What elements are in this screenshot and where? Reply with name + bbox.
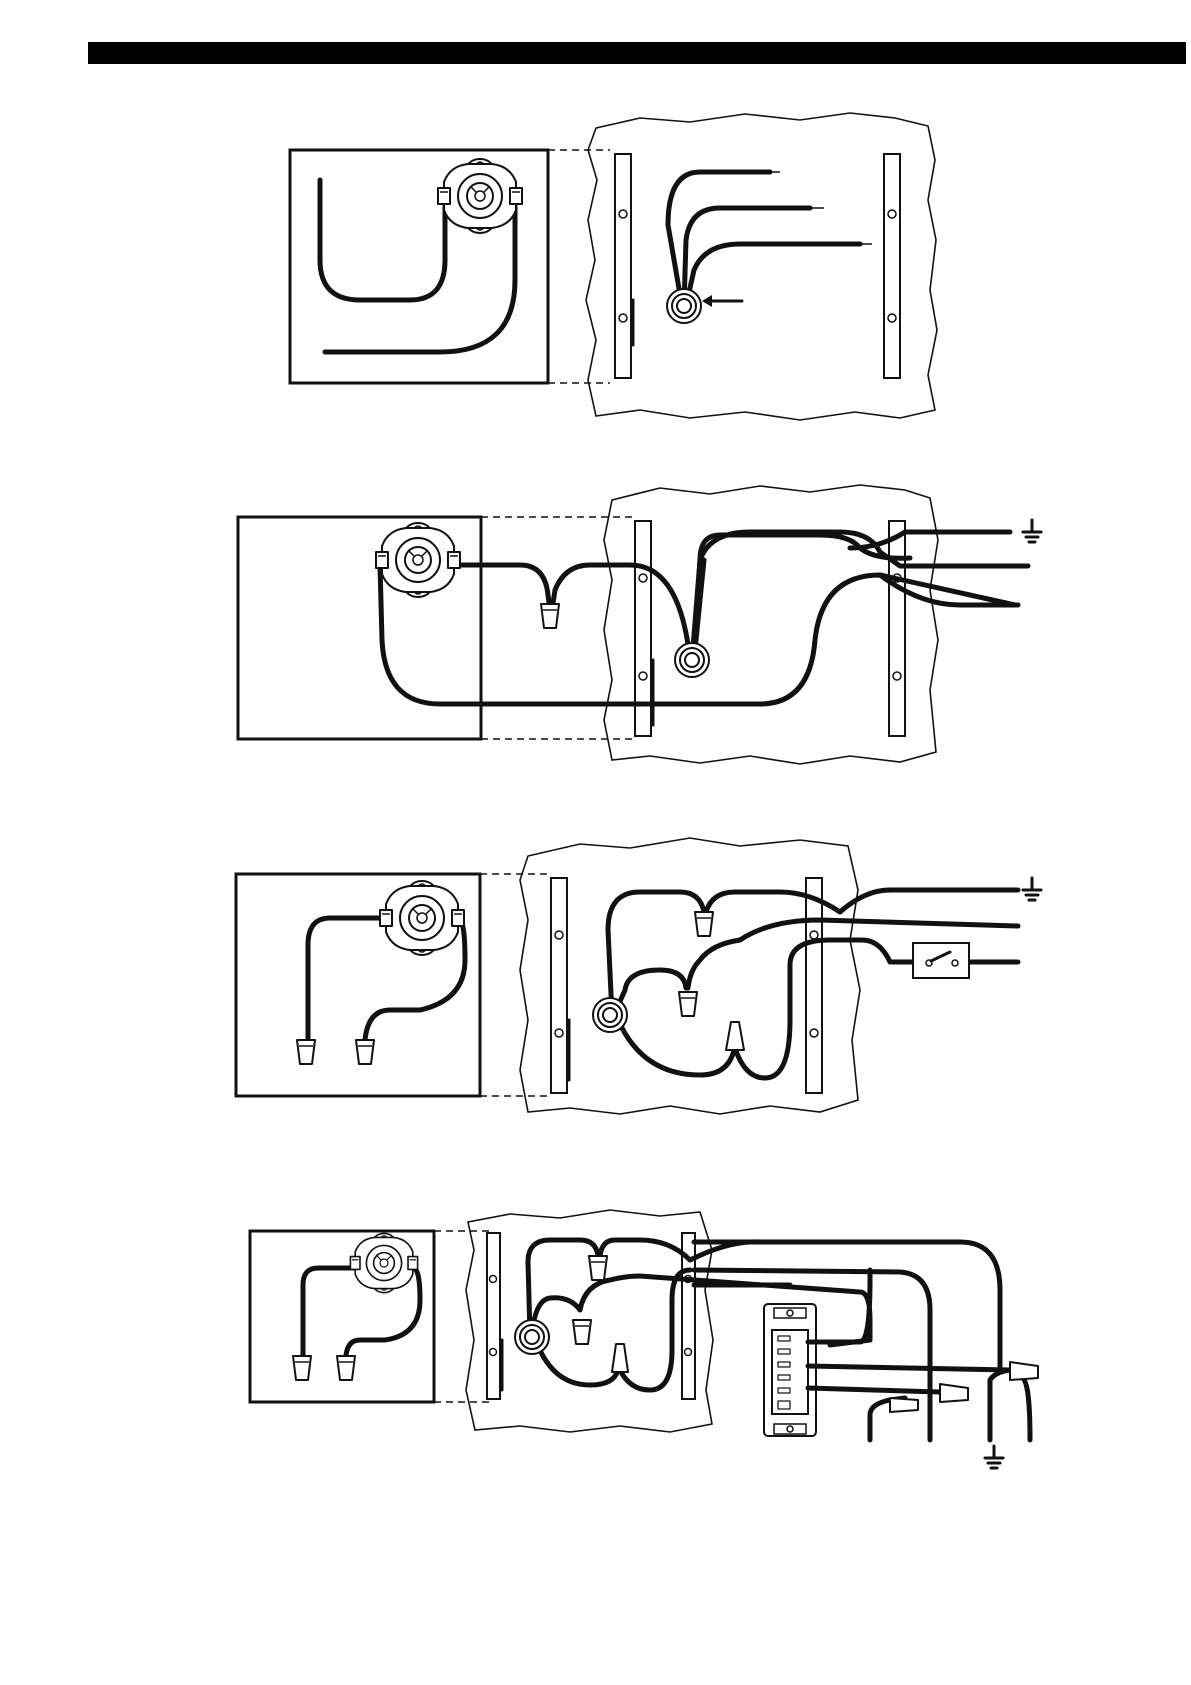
wire-nut-icon [356, 1040, 374, 1064]
wire-nut-icon [293, 1356, 311, 1380]
cable-clamp-icon [667, 289, 701, 323]
cable-clamp-icon [675, 643, 709, 677]
ground-icon [985, 1446, 1003, 1468]
wire-nut-icon [1010, 1362, 1038, 1380]
wall-stud [884, 154, 900, 378]
ground-icon [1023, 878, 1041, 900]
step-2-diagram [238, 485, 1041, 764]
cable-clamp-icon [515, 1320, 549, 1354]
wire-nut-icon [573, 1320, 591, 1344]
switch-icon [913, 943, 969, 978]
wire-nut-icon [297, 1040, 315, 1064]
wire-nut-icon [679, 992, 697, 1016]
wire-nut-icon [695, 912, 713, 936]
wire-nut-icon [337, 1356, 355, 1380]
wall-stud [806, 878, 822, 1093]
cable-clamp-icon [593, 998, 627, 1032]
wire-nut-icon [612, 1344, 628, 1372]
step-4-diagram [250, 1210, 1038, 1468]
timer-switch-icon [764, 1304, 816, 1436]
wall-stud [615, 154, 631, 378]
header-bar [88, 42, 1186, 64]
wire-nut-icon [940, 1384, 968, 1402]
wire-nut-icon [890, 1398, 918, 1412]
wall-stud [551, 878, 567, 1093]
wall-stud [889, 521, 905, 736]
wire-nut-icon [589, 1256, 607, 1280]
wall-stud [487, 1233, 500, 1399]
step-1-diagram [290, 113, 937, 420]
ground-icon [1023, 520, 1041, 542]
step-3-diagram [236, 838, 1041, 1114]
wire-nut-icon [541, 604, 559, 628]
